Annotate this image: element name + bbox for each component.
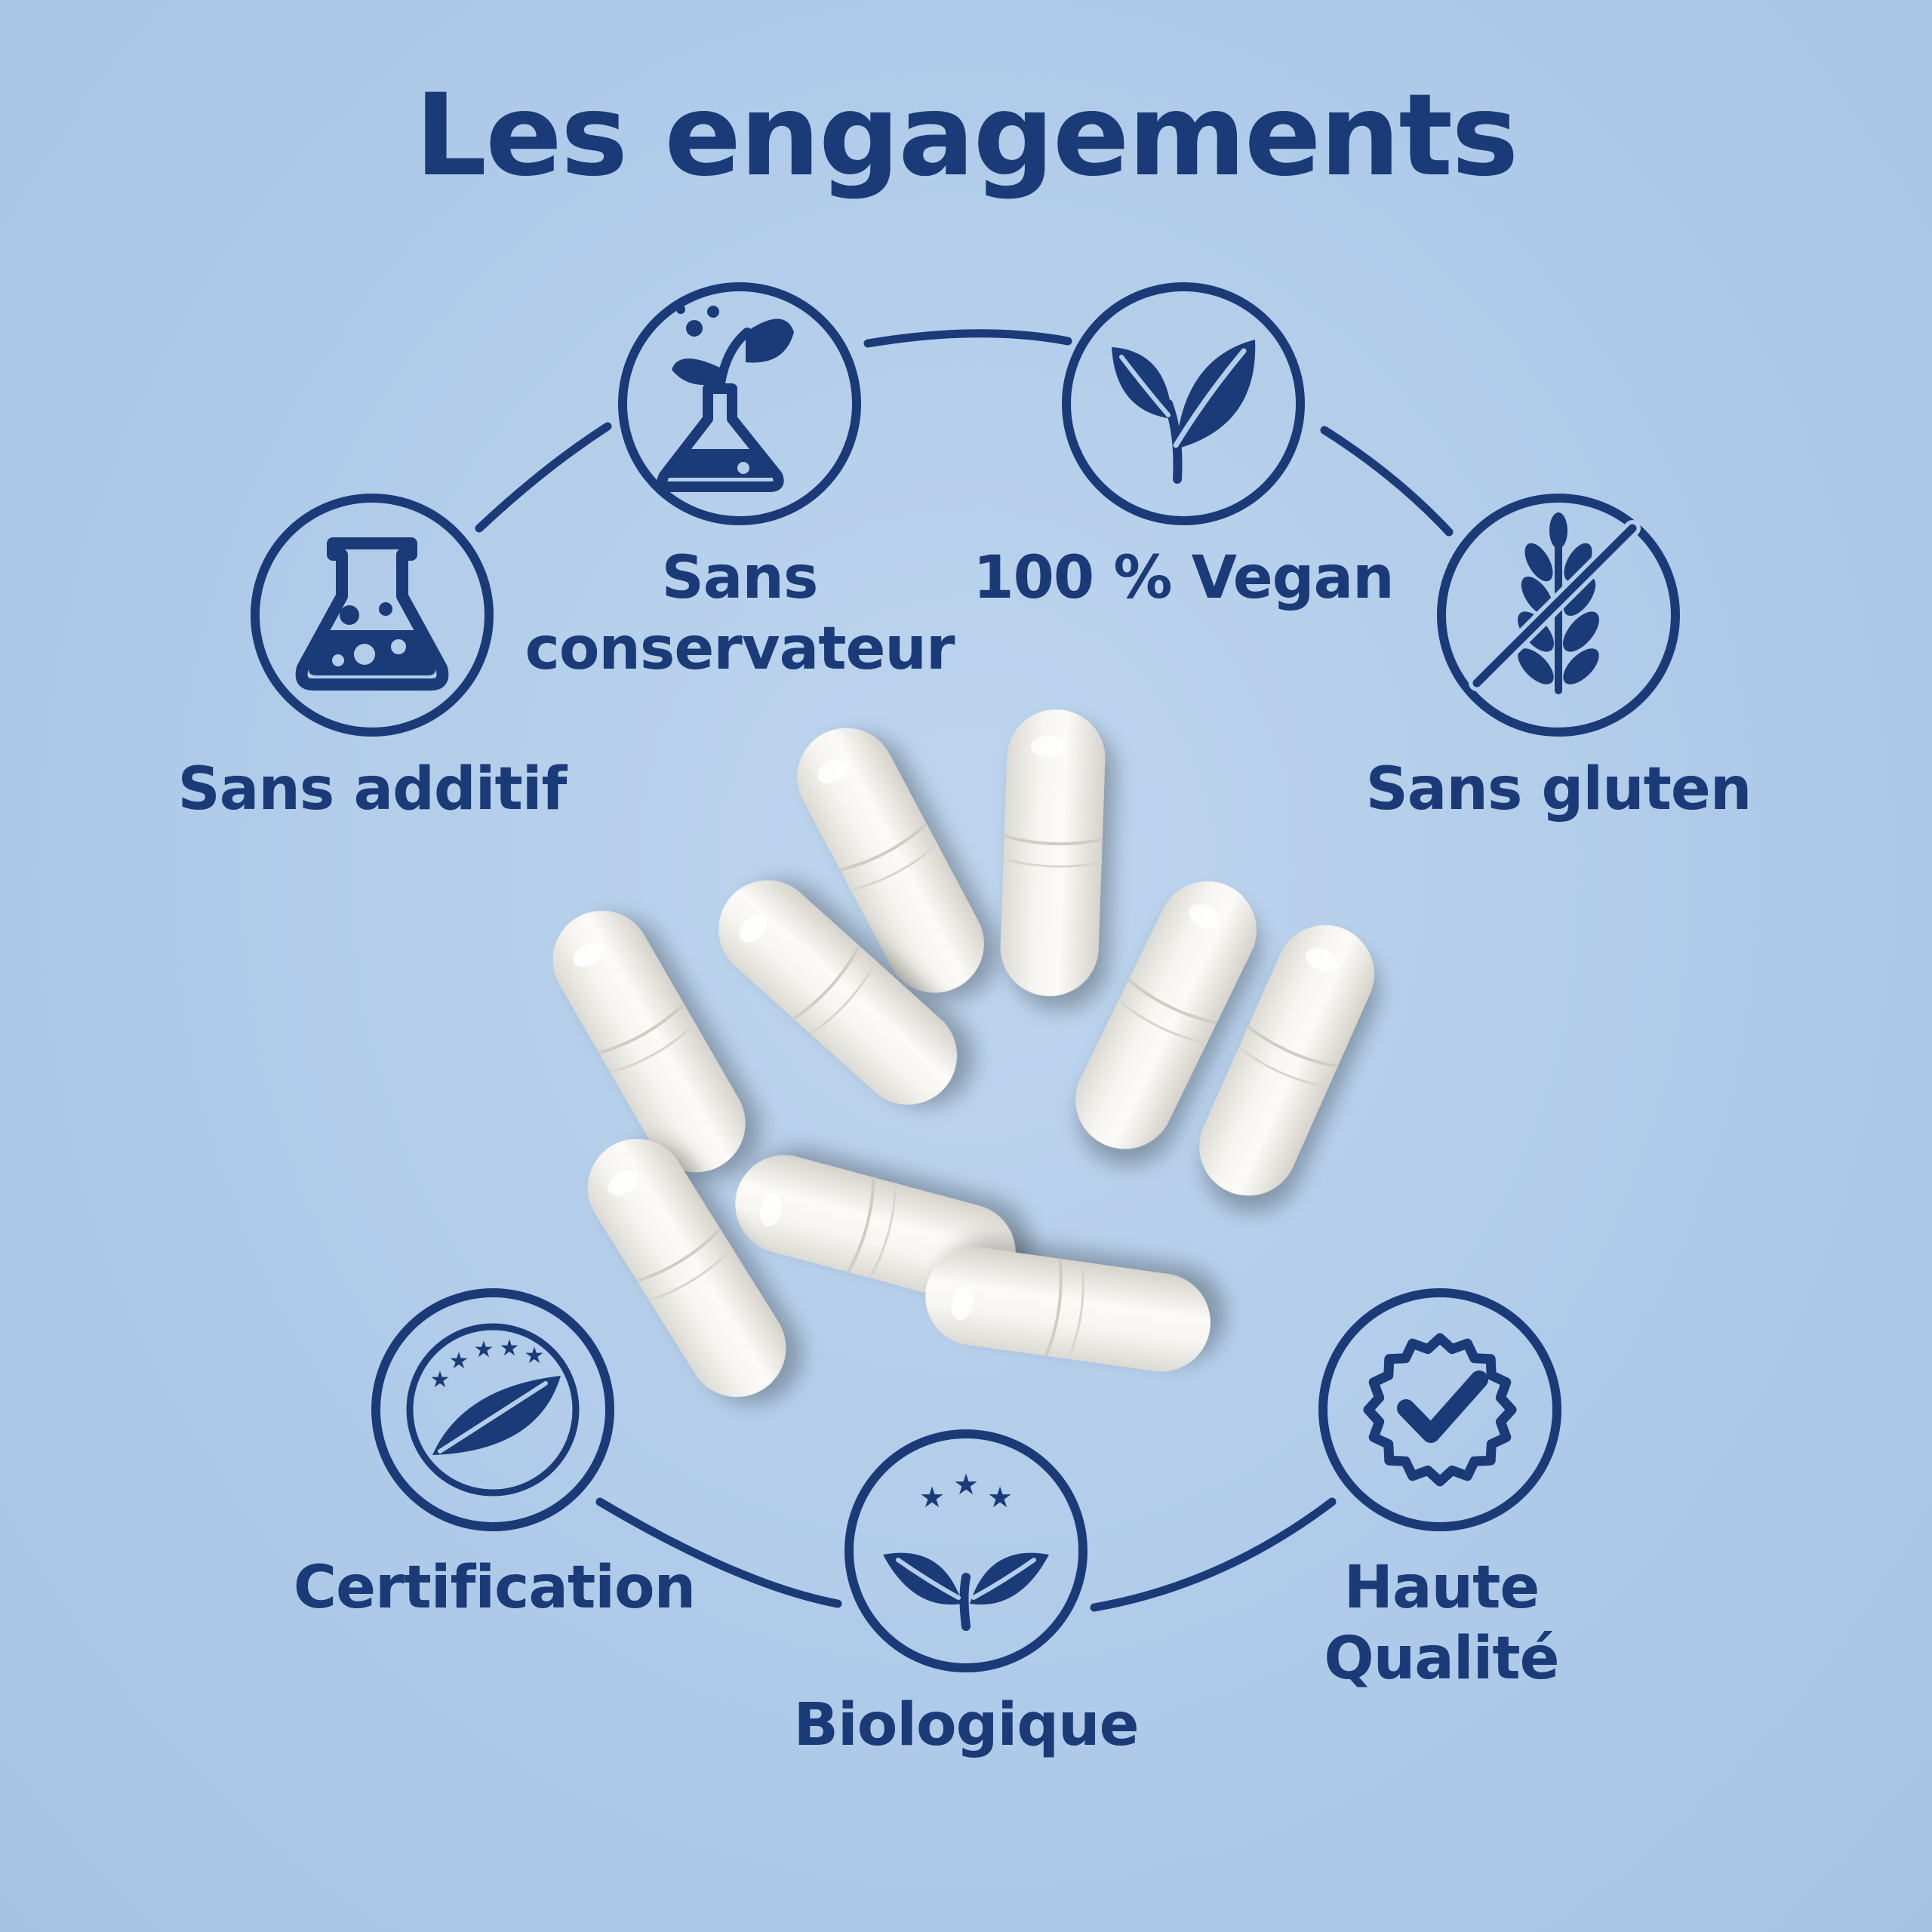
capsule: [587, 1138, 786, 1398]
capsule: [797, 728, 984, 993]
capsule: [1000, 709, 1106, 996]
svg-text:★: ★: [919, 1481, 945, 1514]
badge-certification: ★ ★ ★ ★ ★: [371, 1288, 614, 1531]
connector-lines: [475, 329, 1454, 1612]
badge-sans-additif: [251, 494, 494, 737]
capsule: [925, 1247, 1211, 1372]
svg-text:★: ★: [953, 1468, 979, 1501]
badge-haute-qualite: [1318, 1288, 1561, 1531]
svg-text:★: ★: [987, 1481, 1013, 1514]
connector-bio-qualite: [1090, 1497, 1337, 1612]
star-leaf-seal-icon: ★ ★ ★ ★ ★: [430, 1335, 561, 1455]
connector-conservateur-vegan: [863, 329, 1072, 348]
badge-biologique: ★ ★ ★: [844, 1429, 1088, 1672]
svg-text:★: ★: [500, 1335, 520, 1361]
label-sans-additif: Sans additif: [177, 755, 568, 823]
capsule: [1075, 881, 1257, 1149]
connector-additif-conservateur: [475, 422, 612, 533]
organic-leaves-stars-icon: ★ ★ ★: [883, 1468, 1049, 1631]
svg-text:★: ★: [430, 1367, 451, 1393]
badge-sans-conservateur: [618, 282, 861, 525]
label-biologique: Biologique: [793, 1691, 1140, 1759]
capsule: [552, 910, 746, 1173]
capsule: [1199, 924, 1374, 1196]
connector-certification-bio: [595, 1497, 842, 1608]
label-vegan: 100 % Vegan: [973, 544, 1394, 612]
check-badge-icon: [1363, 1333, 1517, 1487]
svg-text:★: ★: [525, 1343, 545, 1369]
flask-icon: [295, 537, 449, 691]
label-haute-qualite: Haute Qualité: [1324, 1554, 1559, 1693]
badge-sans-gluten: [1437, 494, 1680, 737]
page-title: Les engagements: [414, 70, 1519, 202]
flask-sprout-icon: [657, 305, 794, 492]
leaves-icon: [1112, 340, 1256, 484]
capsule: [718, 880, 957, 1105]
connector-vegan-gluten: [1320, 426, 1454, 537]
label-sans-gluten: Sans gluten: [1365, 755, 1752, 823]
crossed-wheat-icon: [1469, 512, 1641, 694]
capsule-pile: [552, 709, 1374, 1398]
label-sans-conservateur: Sans conservateur: [525, 544, 955, 683]
svg-text:★: ★: [449, 1348, 469, 1374]
svg-text:★: ★: [474, 1337, 494, 1363]
badge-vegan: [1062, 282, 1305, 525]
label-certification: Certification: [293, 1554, 696, 1622]
